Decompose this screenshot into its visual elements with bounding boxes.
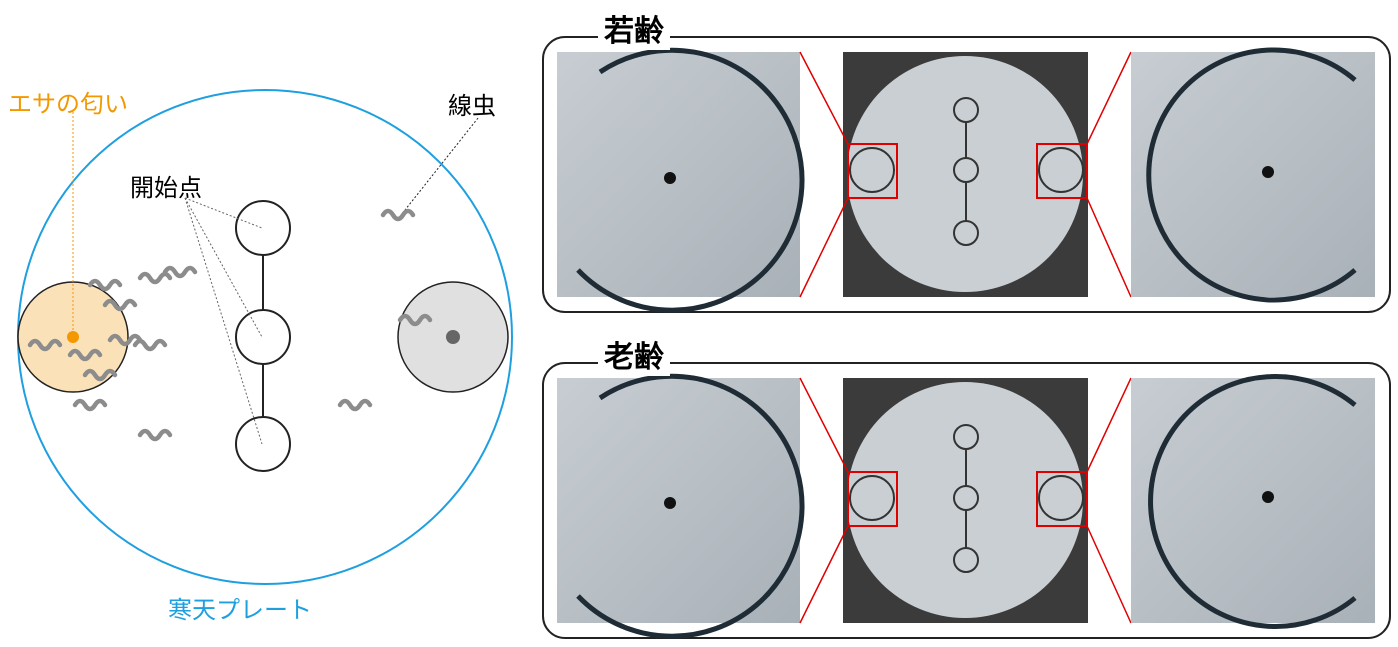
control-dot bbox=[446, 330, 460, 344]
young-title: 若齢 bbox=[598, 6, 670, 50]
nematode-leader-line bbox=[404, 117, 479, 211]
start-circle bbox=[235, 200, 291, 256]
start-leader-lines bbox=[184, 197, 263, 445]
agar-plate-label: 寒天プレート bbox=[168, 596, 312, 624]
start-point-label: 開始点 bbox=[130, 174, 202, 202]
old-title: 老齢 bbox=[598, 332, 670, 376]
food-dot bbox=[67, 331, 79, 343]
food-odor-label: エサの匂い bbox=[8, 90, 128, 118]
young-panel bbox=[542, 36, 1391, 313]
nematode-label: 線虫 bbox=[448, 92, 496, 120]
start-circle bbox=[235, 416, 291, 472]
start-circle bbox=[235, 309, 291, 365]
old-panel bbox=[542, 362, 1391, 639]
